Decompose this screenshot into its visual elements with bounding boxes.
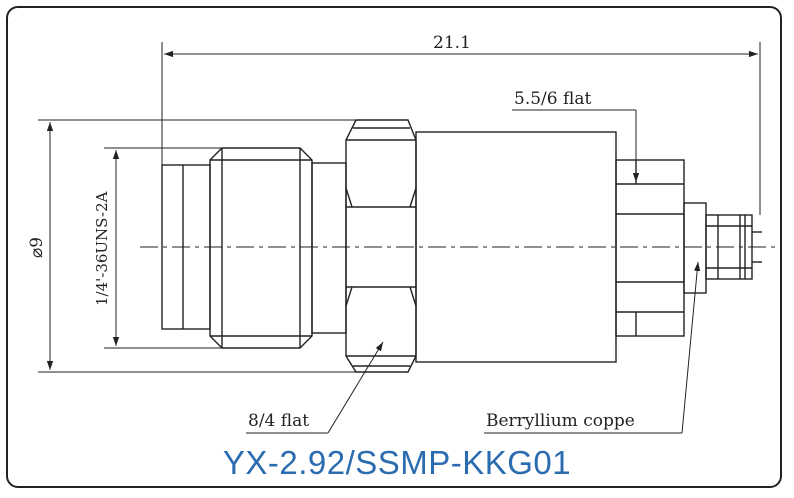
length-label: 21.1: [433, 33, 471, 53]
knurled-coupling: [209, 147, 313, 349]
part-number-title: YX-2.92/SSMP-KKG01: [222, 444, 572, 481]
flat-hex-leader: [327, 341, 384, 434]
diameter-label: ⌀9: [27, 237, 47, 258]
material-leader: [681, 261, 701, 434]
flat-right-label: 5.5/6 flat: [514, 89, 591, 109]
shoulder: [683, 202, 707, 294]
small-hex: [615, 159, 685, 337]
flat-hex-label: 8/4 flat: [248, 411, 309, 431]
neck: [311, 162, 347, 334]
thread-label: 1/4'-36UNS-2A: [93, 191, 111, 306]
hex-nut: [345, 119, 417, 373]
drawing-frame: [6, 6, 782, 488]
material-label: Berryllium coppe: [486, 411, 635, 431]
